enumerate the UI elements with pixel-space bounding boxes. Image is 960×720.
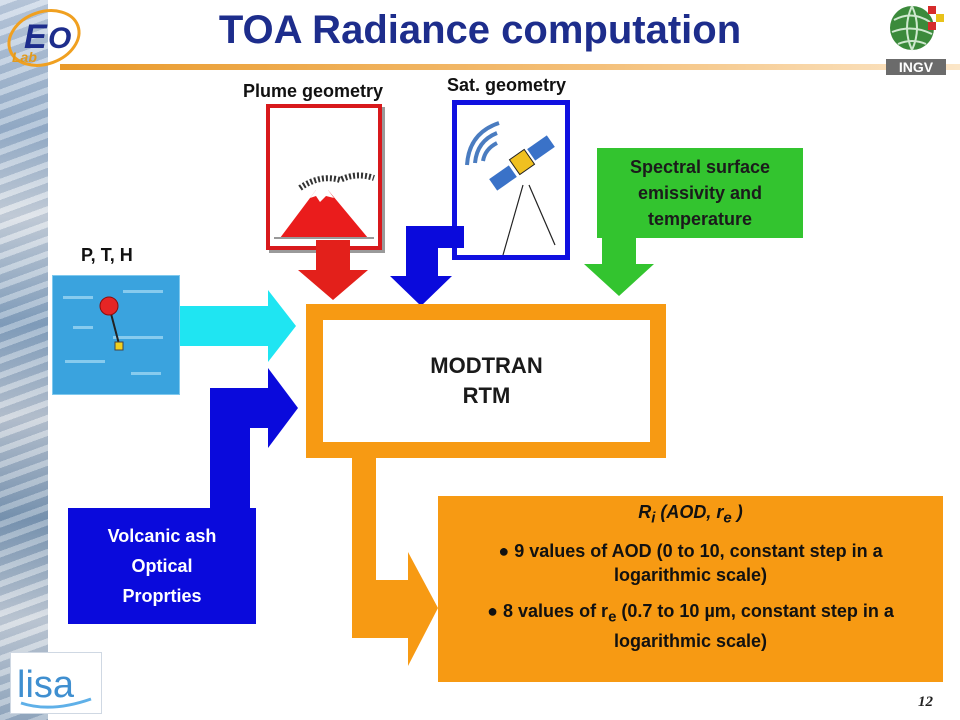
modtran-box: MODTRAN RTM bbox=[323, 320, 650, 442]
radiosonde-icon bbox=[63, 290, 163, 375]
ash-line-3: Proprties bbox=[122, 586, 202, 606]
output-header-r: R bbox=[638, 502, 652, 522]
output-header-sub-i: i bbox=[651, 509, 656, 527]
satellite-icon bbox=[465, 121, 556, 256]
sat-arrow bbox=[390, 226, 464, 306]
eo-lab-logo: E O Lab bbox=[7, 9, 81, 67]
bullet-dot-icon: ● bbox=[498, 540, 515, 561]
modtran-line-2: RTM bbox=[462, 383, 511, 408]
plume-geometry-image bbox=[266, 104, 382, 250]
sat-geometry-label: Sat. geometry bbox=[447, 75, 567, 95]
ash-arrow bbox=[210, 368, 298, 512]
page-number: 12 bbox=[918, 694, 933, 710]
ash-line-1: Volcanic ash bbox=[107, 526, 217, 546]
page-title: TOA Radiance computation bbox=[218, 8, 742, 52]
emissivity-line-2: emissivity and bbox=[637, 183, 763, 203]
svg-text:E: E bbox=[24, 18, 48, 56]
pth-label: P, T, H bbox=[81, 245, 133, 265]
re-bullet-sub: e bbox=[608, 608, 617, 626]
ingv-logo: INGV bbox=[884, 2, 948, 76]
volcanic-ash-box: Volcanic ash Optical Proprties bbox=[68, 508, 256, 624]
ingv-text: INGV bbox=[886, 59, 946, 75]
aod-bullet-text: 9 values of AOD (0 to 10, constant step … bbox=[514, 540, 883, 585]
emissivity-arrow bbox=[584, 236, 654, 296]
emissivity-line-3: temperature bbox=[647, 209, 753, 229]
bullet-dot-icon: ● bbox=[487, 600, 504, 621]
plume-geometry-label: Plume geometry bbox=[243, 81, 384, 101]
emissivity-box: Spectral surface emissivity and temperat… bbox=[597, 148, 803, 238]
output-header-end: ) bbox=[731, 502, 743, 522]
output-header-sub-e: e bbox=[723, 509, 732, 527]
ash-line-2: Optical bbox=[131, 556, 193, 576]
radiance-output-box: Ri (AOD, re ) ● 9 values of AOD (0 to 10… bbox=[438, 496, 943, 682]
svg-text:Lab: Lab bbox=[12, 49, 37, 65]
re-bullet-prefix: 8 values of r bbox=[503, 600, 609, 621]
title-underline bbox=[60, 64, 960, 70]
emissivity-line-1: Spectral surface bbox=[629, 157, 771, 177]
output-header: Ri (AOD, re ) bbox=[438, 502, 943, 527]
svg-text:O: O bbox=[48, 22, 71, 55]
output-header-mid: (AOD, r bbox=[655, 502, 724, 522]
lisa-logo: lisa bbox=[10, 652, 102, 714]
pth-arrow bbox=[180, 290, 296, 362]
globe-icon bbox=[890, 5, 944, 51]
sat-geometry-image bbox=[452, 100, 570, 260]
re-bullet: ● 8 values of re (0.7 to 10 µm, constant… bbox=[452, 599, 929, 654]
volcano-icon bbox=[274, 172, 375, 239]
modtran-line-1: MODTRAN bbox=[430, 353, 543, 378]
aod-bullet: ● 9 values of AOD (0 to 10, constant ste… bbox=[452, 539, 929, 587]
lisa-logo-text: lisa bbox=[17, 664, 75, 706]
plume-arrow bbox=[298, 240, 368, 300]
re-bullet-text: (0.7 to 10 µm, constant step in a logari… bbox=[613, 600, 894, 652]
satellite-image-strip bbox=[0, 0, 48, 720]
output-arrow bbox=[352, 458, 438, 666]
pth-profile-image bbox=[52, 275, 180, 395]
